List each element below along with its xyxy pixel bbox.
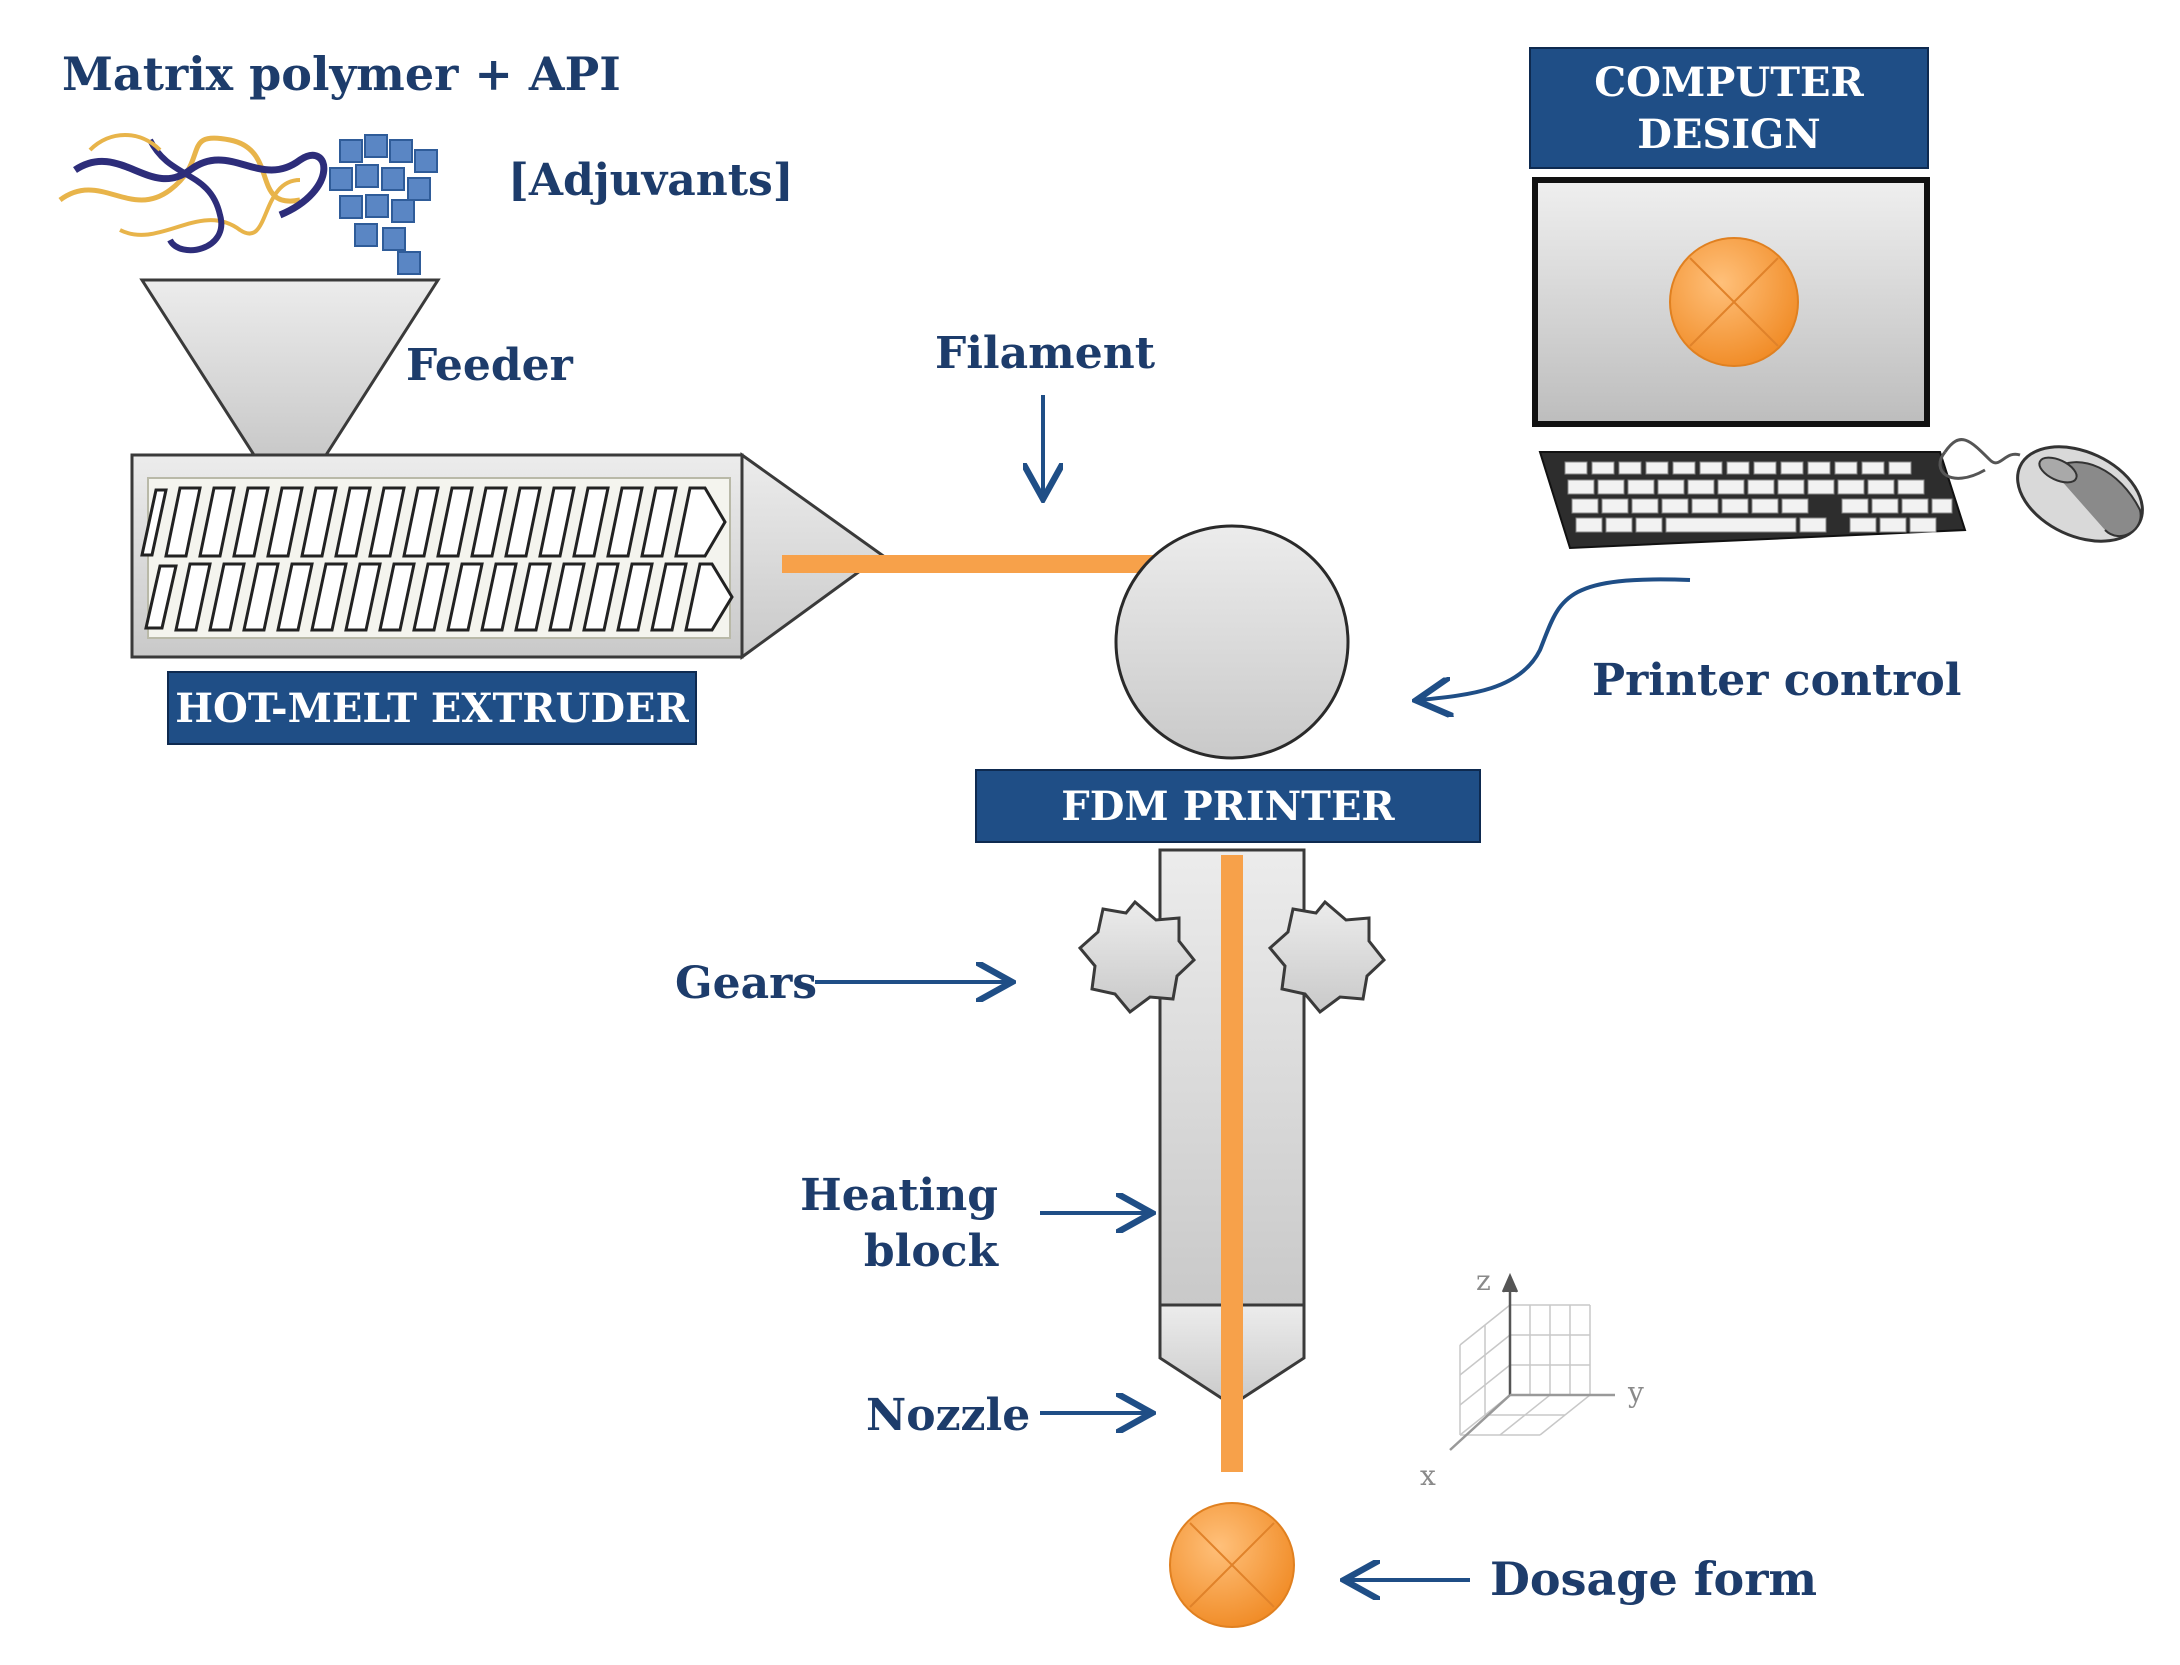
computer-design-banner: COMPUTER DESIGN bbox=[1529, 47, 1929, 169]
adjuvant-cubes-icon bbox=[329, 134, 438, 275]
xyz-axes-icon bbox=[1459, 1304, 1591, 1436]
heating-block-label-line1: Heating bbox=[800, 1170, 998, 1221]
x-axis-label: x bbox=[1420, 1459, 1436, 1492]
monitor-icon bbox=[1532, 177, 1930, 427]
keyboard-icon bbox=[1538, 451, 1967, 550]
feeder-hopper bbox=[139, 278, 441, 457]
z-axis-label: z bbox=[1476, 1264, 1491, 1297]
gears-label: Gears bbox=[675, 958, 817, 1009]
right-gear bbox=[1267, 899, 1387, 1015]
hot-melt-extruder-banner: HOT-MELT EXTRUDER bbox=[167, 671, 697, 745]
computer-design-label-line2: DESIGN bbox=[1637, 111, 1821, 158]
dosage-form-label: Dosage form bbox=[1490, 1552, 1817, 1606]
feeder-label: Feeder bbox=[406, 340, 574, 391]
xyz-axis-lines bbox=[1449, 1272, 1615, 1451]
filament-spool bbox=[1114, 524, 1350, 760]
matrix-polymer-label: Matrix polymer + API bbox=[62, 47, 621, 101]
filament-label: Filament bbox=[935, 328, 1156, 379]
fdm-printer-banner: FDM PRINTER bbox=[975, 769, 1481, 843]
printer-control-label: Printer control bbox=[1592, 655, 1962, 706]
fdm-printer-label: FDM PRINTER bbox=[1061, 783, 1395, 830]
hot-melt-extruder bbox=[130, 452, 885, 660]
adjuvants-label: [Adjuvants] bbox=[508, 155, 794, 206]
dosage-form-tablet-icon bbox=[1169, 1502, 1295, 1628]
heating-block-label-line2: block bbox=[864, 1226, 1000, 1277]
computer-design-label-line1: COMPUTER bbox=[1594, 59, 1864, 106]
y-axis-label: y bbox=[1627, 1376, 1644, 1409]
printer-control-arrow bbox=[1420, 577, 1691, 700]
mouse-icon bbox=[1938, 438, 2144, 543]
polymer-chains-icon bbox=[58, 133, 328, 254]
nozzle-label: Nozzle bbox=[866, 1390, 1030, 1441]
hot-melt-extruder-label: HOT-MELT EXTRUDER bbox=[175, 685, 689, 732]
left-gear bbox=[1077, 899, 1197, 1015]
